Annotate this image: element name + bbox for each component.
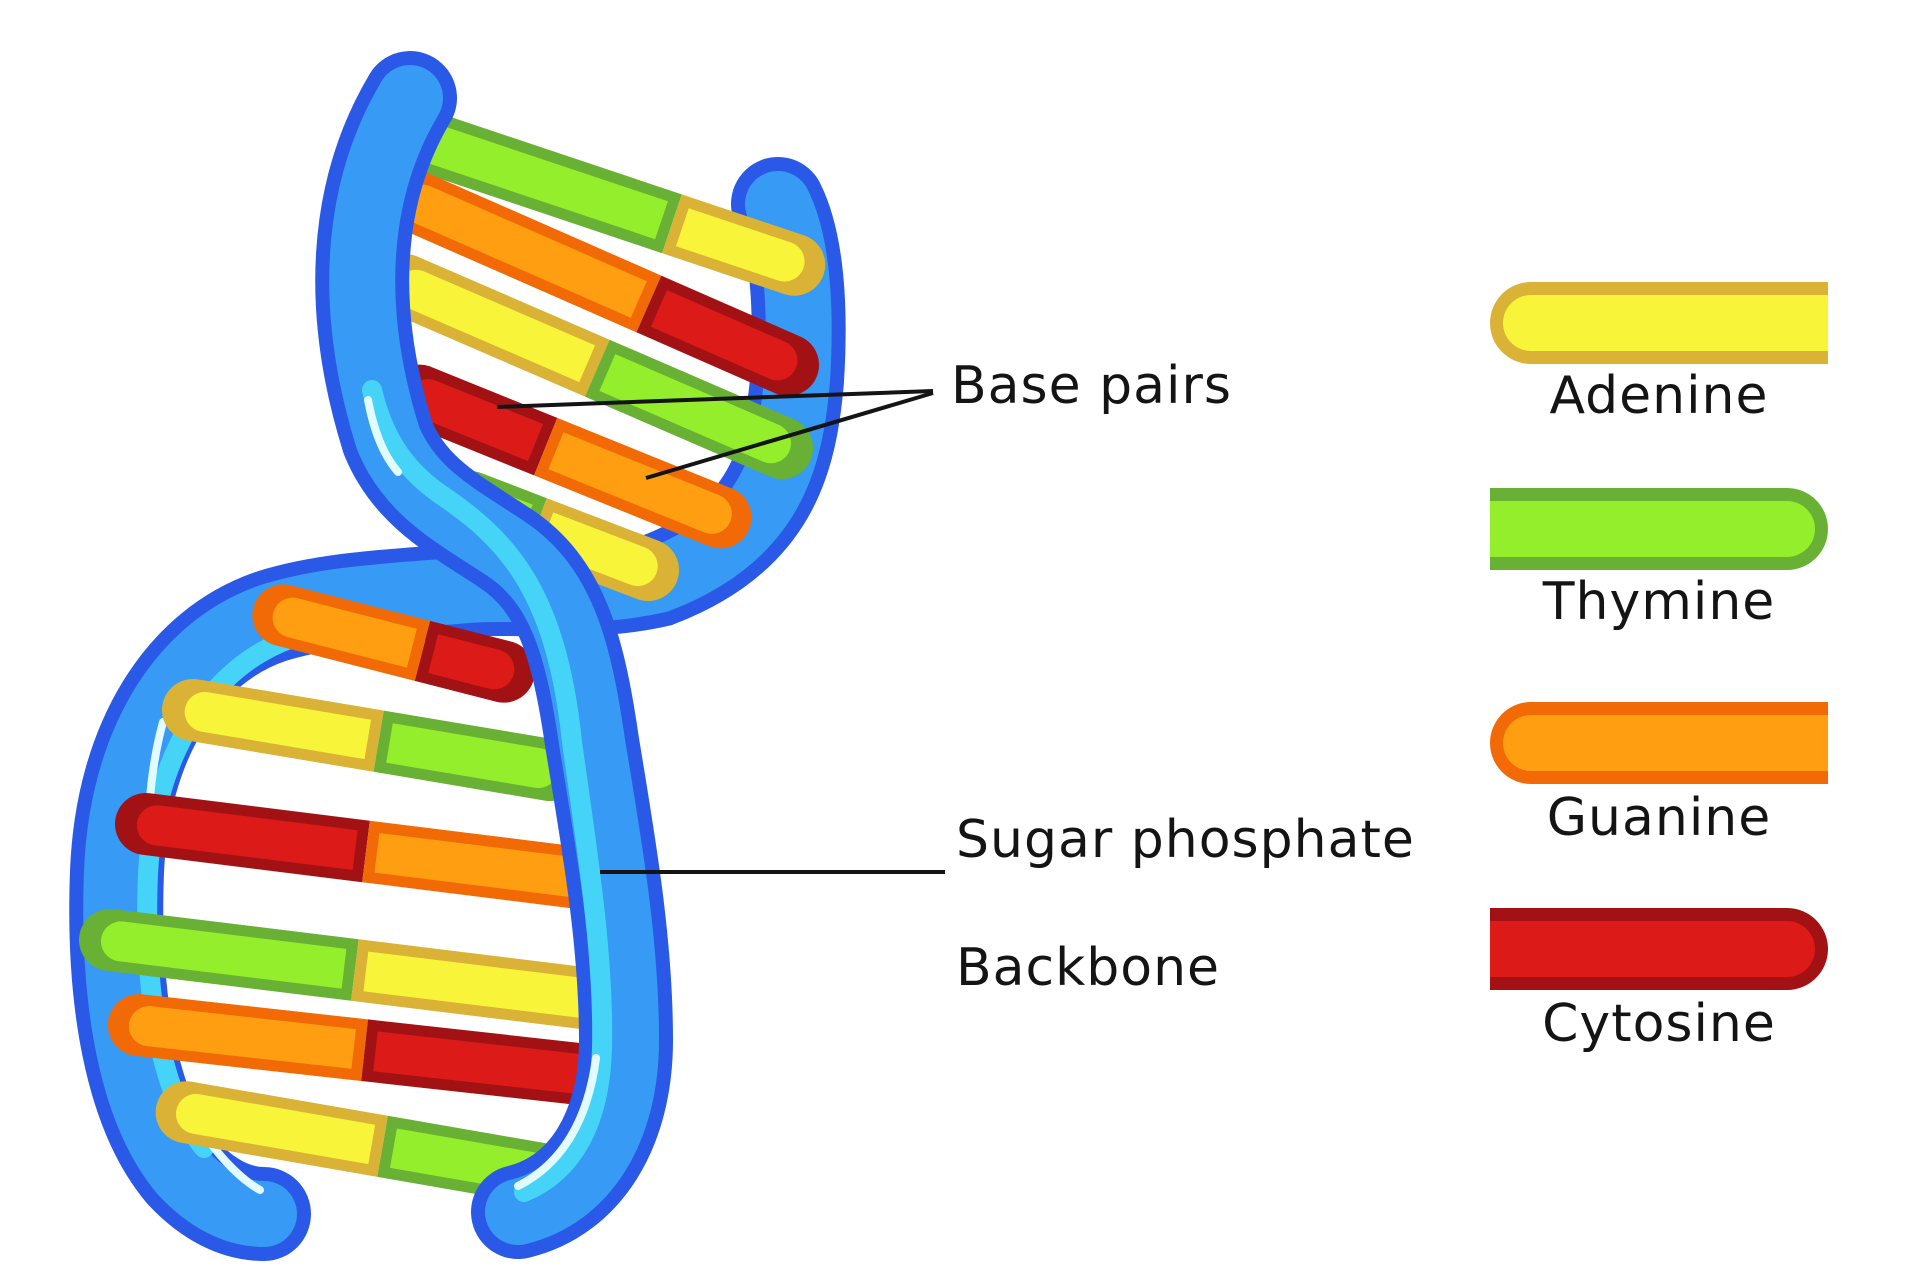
base-pair-rungs xyxy=(78,101,826,1209)
adenine-segment xyxy=(676,208,805,282)
thymine-segment xyxy=(100,921,347,989)
sugar-phosphate-backbone-strand-left xyxy=(315,51,674,1259)
base-pairs-leader-line-1 xyxy=(496,389,934,409)
cytosine-segment xyxy=(136,805,358,870)
leader-lines xyxy=(496,389,945,874)
cytosine-segment xyxy=(428,634,515,690)
legend-label-guanine: Guanine xyxy=(1546,788,1772,848)
base-pairs-label: Base pairs xyxy=(951,356,1232,416)
base-pair-rung-upper-3 xyxy=(373,253,814,480)
base-pair-rung-lower-1 xyxy=(252,584,535,703)
backbone-highlight xyxy=(362,380,613,1202)
adenine-segment xyxy=(184,691,372,760)
backbone-glint xyxy=(364,396,402,476)
base-pair-rung-upper-1 xyxy=(367,101,826,296)
legend-bar-guanine xyxy=(1490,702,1828,784)
guanine-segment xyxy=(402,184,647,318)
legend-label-cytosine: Cytosine xyxy=(1542,994,1776,1054)
thymine-segment xyxy=(388,115,668,240)
guanine-segment xyxy=(374,833,605,899)
adenine-segment xyxy=(363,951,625,1021)
legend-label-thymine: Thymine xyxy=(1542,572,1776,632)
adenine-segment xyxy=(539,512,658,587)
base-pair-rung-upper-4 xyxy=(388,364,752,549)
base-pair-rung-lower-2 xyxy=(161,678,582,802)
base-pair-rung-lower-5 xyxy=(107,994,646,1109)
base-pairs-leader-line-2 xyxy=(645,391,934,480)
legend-bar-cytosine xyxy=(1490,908,1828,990)
backbone-label: Backbone xyxy=(956,938,1221,998)
thymine-segment xyxy=(386,723,559,789)
legend-bar-thymine xyxy=(1490,488,1828,570)
guanine-segment xyxy=(272,597,417,668)
backbone-glint xyxy=(514,1054,600,1190)
base-pair-rung-lower-4 xyxy=(78,908,647,1034)
cytosine-segment xyxy=(408,379,543,462)
cytosine-segment xyxy=(373,1031,625,1097)
adenine-segment xyxy=(175,1093,376,1165)
cytosine-segment xyxy=(650,290,798,381)
legend-label-adenine: Adenine xyxy=(1549,366,1769,426)
guanine-segment xyxy=(128,1006,356,1069)
base-pair-rung-upper-2 xyxy=(380,168,820,397)
sugar-phosphate-label: Sugar phosphate xyxy=(956,810,1415,870)
thymine-segment xyxy=(599,354,792,464)
guanine-segment xyxy=(548,432,732,534)
legend-bar-adenine xyxy=(1490,282,1828,364)
adenine-segment xyxy=(395,269,596,383)
base-pair-rung-lower-3 xyxy=(114,792,627,912)
